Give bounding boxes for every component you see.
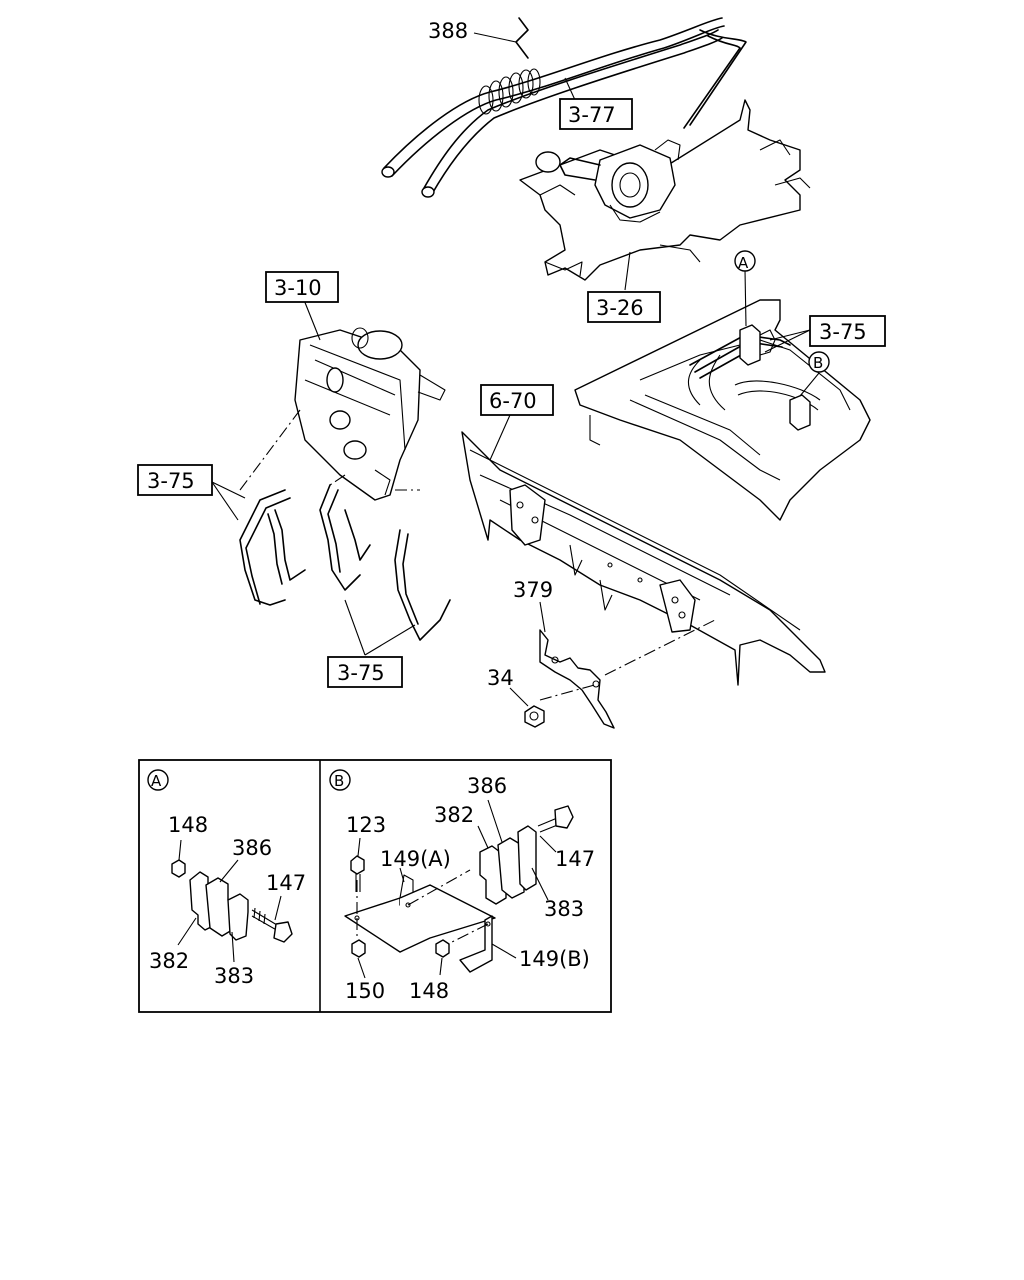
clip-388-icon xyxy=(515,17,529,59)
label-3-26: 3-26 xyxy=(596,296,644,320)
bolt-147-icon xyxy=(273,921,293,943)
bolt-147-b-icon xyxy=(554,805,574,829)
label-388: 388 xyxy=(428,19,468,43)
b-label-150: 150 xyxy=(345,979,385,1003)
hoses-3-75-left xyxy=(239,409,451,641)
a-label-148: 148 xyxy=(168,813,208,837)
a-label-147: 147 xyxy=(266,871,306,895)
bracket-379 xyxy=(539,619,716,729)
clamp-a-icon xyxy=(739,324,776,366)
bracket-149b-icon xyxy=(459,915,493,973)
control-valve-3-10 xyxy=(294,327,446,501)
b-label-123: 123 xyxy=(346,813,386,837)
box-3-10 xyxy=(265,271,339,303)
b-label-383: 383 xyxy=(544,897,584,921)
clamp-383-icon xyxy=(227,893,249,941)
a-label-382: 382 xyxy=(149,949,189,973)
a-label-386: 386 xyxy=(232,836,272,860)
marker-b-circle xyxy=(808,351,830,373)
box-3-75-bottom xyxy=(327,656,403,688)
detail-a-panel: A 148 386 147 382 383 xyxy=(147,769,306,988)
b-label-149a: 149(A) xyxy=(380,847,451,871)
box-3-75-right xyxy=(809,315,886,347)
label-3-10: 3-10 xyxy=(274,276,322,300)
detail-b-marker-circle xyxy=(329,769,351,791)
label-6-70: 6-70 xyxy=(489,389,537,413)
b-label-382: 382 xyxy=(434,803,474,827)
label-3-77: 3-77 xyxy=(568,103,616,127)
b-label-386: 386 xyxy=(467,774,507,798)
label-3-75-left: 3-75 xyxy=(147,469,195,493)
box-3-26 xyxy=(587,291,661,323)
hose-assembly-3-77 xyxy=(381,17,747,198)
label-3-75-right: 3-75 xyxy=(819,320,867,344)
marker-a-circle xyxy=(734,250,756,272)
a-label-383: 383 xyxy=(214,964,254,988)
valve-assembly xyxy=(535,139,681,223)
clamp-383-b-icon xyxy=(517,825,537,891)
label-379: 379 xyxy=(513,578,553,602)
box-3-77 xyxy=(559,98,633,130)
box-3-75-left xyxy=(137,464,213,496)
frame-crossmember-6-70 xyxy=(461,431,826,686)
clamp-b-icon xyxy=(789,394,811,431)
b-label-147: 147 xyxy=(555,847,595,871)
nut-150-icon xyxy=(351,939,366,958)
detail-b-panel: B 123 149(A) 150 148 xyxy=(329,769,595,1003)
detail-a-marker: A xyxy=(151,772,162,790)
detail-b-marker: B xyxy=(334,772,344,790)
label-3-75-bottom: 3-75 xyxy=(337,661,385,685)
bolt-123-icon xyxy=(350,855,365,875)
label-34: 34 xyxy=(487,666,514,690)
b-label-149b: 149(B) xyxy=(519,947,590,971)
marker-b: B xyxy=(813,354,823,372)
box-6-70 xyxy=(480,384,554,416)
b-label-148: 148 xyxy=(409,979,449,1003)
detail-a-marker-circle xyxy=(147,769,169,791)
hose-corrugated-sleeve xyxy=(478,68,541,115)
nut-148-b-icon xyxy=(435,939,450,958)
nut-148-icon xyxy=(171,859,186,878)
cab-floor xyxy=(574,299,871,521)
nut-34-icon xyxy=(524,705,545,728)
marker-a: A xyxy=(738,254,749,272)
leader-lines xyxy=(211,32,820,707)
